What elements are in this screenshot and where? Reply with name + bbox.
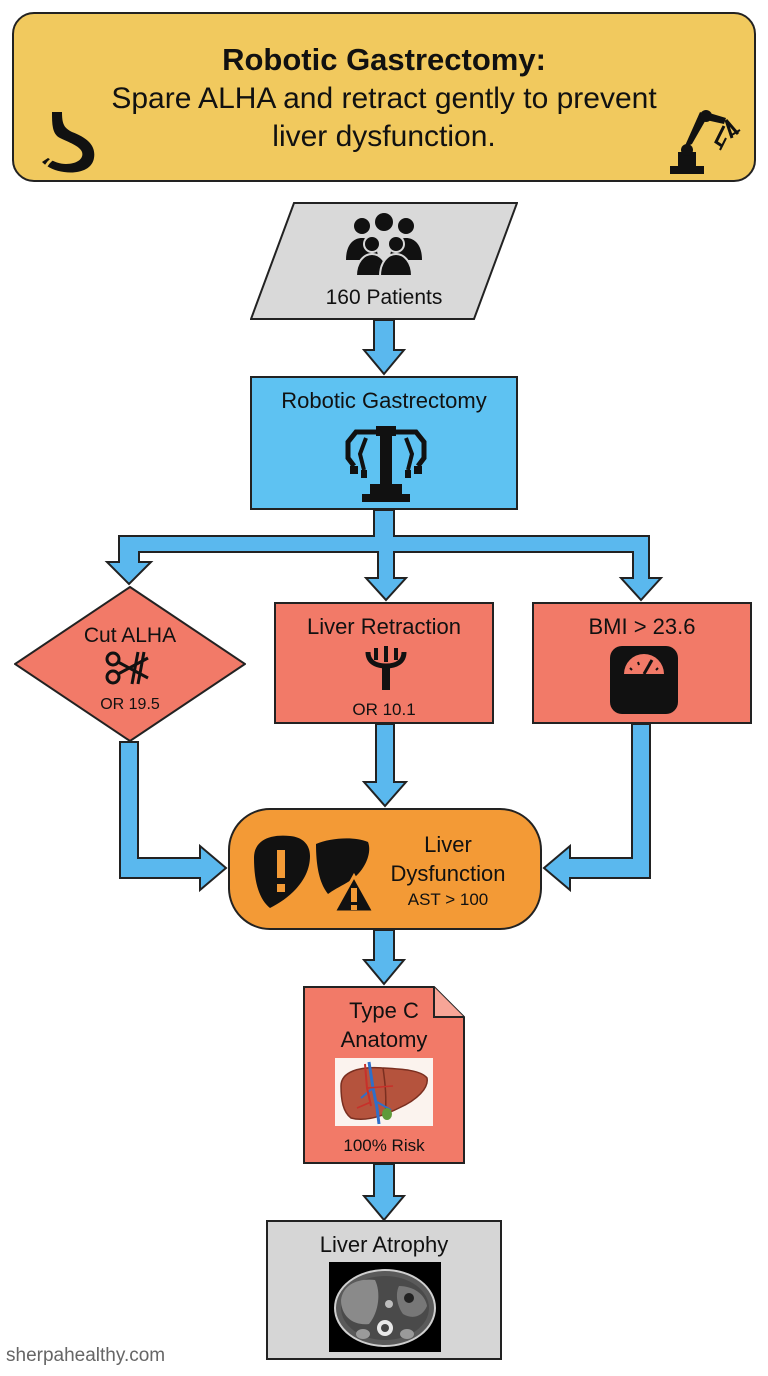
arrow-alha-to-dysfunction [119, 741, 228, 893]
stomach-icon [42, 112, 95, 173]
liver-dysfunction-node: Liver Dysfunction AST > 100 [228, 808, 542, 930]
arrow-robotic-branch [104, 509, 664, 602]
patients-node: 160 Patients [250, 202, 518, 320]
cut-alha-stat: OR 19.5 [100, 696, 160, 713]
retraction-label: Liver Retraction [306, 614, 462, 639]
dysfunction-label-line2: Dysfunction [390, 861, 506, 886]
dysfunction-title: Liver Dysfunction [370, 830, 526, 888]
bmi-label: BMI > 23.6 [588, 614, 696, 639]
liver-retractor-icon [365, 646, 407, 690]
dysfunction-stat: AST > 100 [407, 890, 489, 909]
banner-title: Robotic Gastrectomy: [222, 42, 546, 77]
retraction-stat: OR 10.1 [352, 700, 416, 719]
banner-subtitle-line1: Spare ALHA and retract gently to prevent [111, 82, 657, 115]
liver-warning-icon [254, 835, 376, 914]
robot-arm-icon [670, 110, 741, 174]
type-c-anatomy-node: Type C Anatomy 100% Risk [303, 986, 465, 1164]
dysfunction-label-line1: Liver [424, 832, 472, 857]
type-c-label-line1: Type C [349, 998, 419, 1023]
liver-retraction-node: Liver Retraction OR 10.1 [274, 602, 494, 724]
cut-alha-node: Cut ALHA OR 19.5 [14, 586, 246, 742]
bmi-node: BMI > 23.6 [532, 602, 752, 724]
surgical-robot-icon [345, 426, 427, 502]
liver-anatomy-image [335, 1058, 433, 1126]
banner-subtitle-line2: liver dysfunction. [272, 120, 496, 153]
robotic-gastrectomy-node: Robotic Gastrectomy [250, 376, 518, 510]
arrow-dysfunction-to-typec [361, 929, 407, 986]
title-banner: Robotic Gastrectomy: Spare ALHA and retr… [12, 12, 756, 182]
scale-icon [610, 646, 678, 714]
atrophy-label: Liver Atrophy [319, 1232, 449, 1257]
liver-atrophy-node: Liver Atrophy [266, 1220, 502, 1360]
arrow-typec-to-atrophy [361, 1163, 407, 1222]
type-c-label-line2: Anatomy [340, 1027, 428, 1052]
watermark: sherpahealthy.com [6, 1345, 166, 1366]
type-c-title: Type C Anatomy [303, 996, 465, 1054]
arrow-bmi-to-dysfunction [542, 723, 651, 893]
arrow-retraction-to-dysfunction [361, 723, 409, 808]
arrow-patients-to-robotic [361, 319, 407, 376]
robotic-label: Robotic Gastrectomy [281, 388, 487, 413]
cut-alha-label: Cut ALHA [83, 624, 177, 647]
ct-scan-image [329, 1262, 441, 1352]
cut-alha-shape [14, 586, 246, 742]
scissors-icon [105, 651, 149, 685]
patients-label: 160 Patients [325, 286, 443, 309]
patients-group-icon [346, 213, 422, 277]
type-c-stat: 100% Risk [343, 1136, 425, 1155]
banner-subtitle: Spare ALHA and retract gently to prevent… [84, 80, 684, 156]
